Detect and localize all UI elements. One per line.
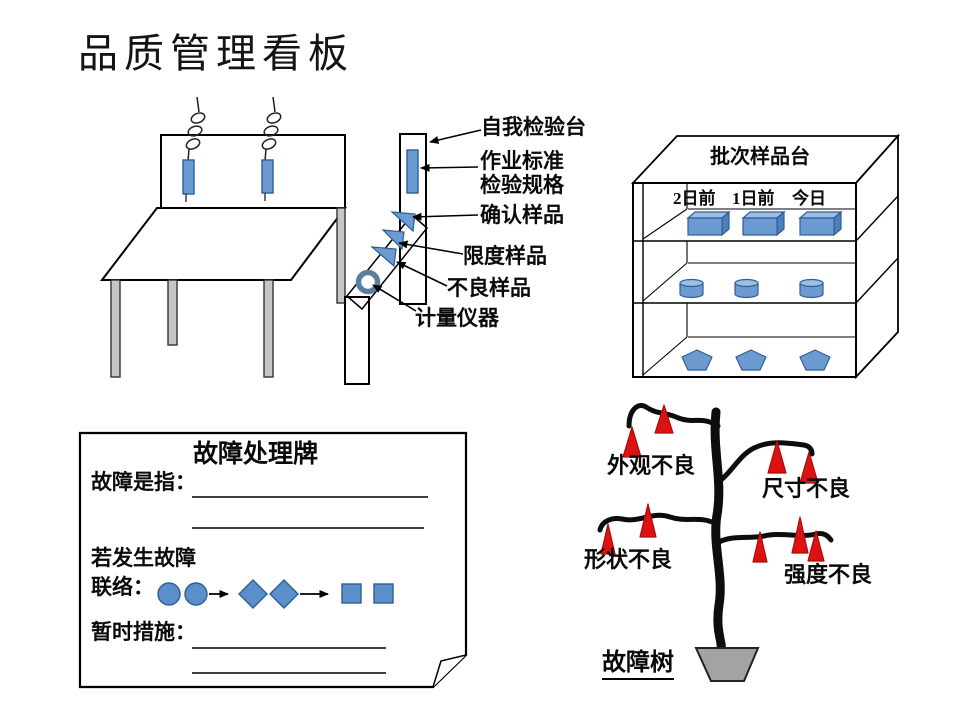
sample-pentagon xyxy=(735,349,767,371)
flow-diamond xyxy=(269,579,299,609)
sample-box xyxy=(798,210,843,237)
tree-label-strength-defect: 强度不良 xyxy=(784,562,873,587)
hanging-cord-left xyxy=(185,96,206,162)
tree-label-shape-defect: 形状不良 xyxy=(584,547,673,572)
label-operation-standard: 作业标准 xyxy=(480,149,564,173)
fault-tree-caption: 故障树 xyxy=(602,650,674,680)
label-confirm-sample: 确认样品 xyxy=(480,203,564,227)
branch-top-right xyxy=(718,440,815,483)
tree-pot xyxy=(694,647,760,682)
fault-flags xyxy=(600,404,825,563)
hanging-tag-left xyxy=(182,159,195,195)
card-title: 故障处理牌 xyxy=(193,441,319,468)
batch-sample-shelf xyxy=(630,133,901,380)
fault-flag xyxy=(600,523,616,555)
tree-label-appearance-defect: 外观不良 xyxy=(607,453,696,478)
defect-sample-shape xyxy=(370,246,397,268)
arrow-limit xyxy=(398,240,464,255)
workbench-legs xyxy=(110,207,346,378)
pointer-arrows xyxy=(372,129,482,312)
self-inspection-board xyxy=(345,133,429,311)
card-write-lines xyxy=(192,496,428,674)
fault-flag xyxy=(654,404,674,434)
sample-cylinder xyxy=(799,278,824,299)
sample-cylinder xyxy=(734,278,759,299)
arrow-defect xyxy=(396,261,448,287)
sample-cylinder xyxy=(679,278,704,299)
card-fold-corner xyxy=(432,654,467,688)
sample-box xyxy=(741,210,786,237)
fault-tree xyxy=(597,403,834,682)
standard-sheet xyxy=(406,149,419,194)
shelf-row-pentagons xyxy=(681,349,831,371)
shelf-col-2days-ago: 2日前 xyxy=(673,189,716,208)
flow-square xyxy=(373,583,394,604)
measuring-gauge xyxy=(355,269,381,295)
branch-top-left xyxy=(626,403,721,429)
fault-flag xyxy=(767,440,787,474)
card-contact-line1: 若发生故障 xyxy=(91,546,196,570)
label-self-inspection-station: 自我检验台 xyxy=(481,115,586,139)
shelf-row-cylinders xyxy=(679,278,824,299)
fault-flag xyxy=(622,426,642,458)
fault-flag xyxy=(791,516,809,554)
label-inspection-spec: 检验规格 xyxy=(480,173,564,197)
hanging-tag-right xyxy=(261,159,274,194)
sample-pentagon xyxy=(681,349,713,371)
sample-box xyxy=(686,210,731,237)
fault-flag xyxy=(639,503,657,538)
shelf-row-boxes xyxy=(686,210,843,237)
sample-pentagon xyxy=(799,349,831,371)
fault-handling-card xyxy=(78,431,468,689)
flow-diamond xyxy=(238,579,268,609)
confirm-sample-shape xyxy=(390,211,416,233)
fault-flag xyxy=(752,531,768,563)
arrow-confirm xyxy=(412,212,479,221)
label-measuring-instrument: 计量仪器 xyxy=(415,306,499,330)
arrow-measuring xyxy=(372,284,417,312)
tree-trunk xyxy=(710,407,726,655)
shelf-col-1day-ago: 1日前 xyxy=(732,189,775,208)
chute-sample-triangles xyxy=(370,211,416,268)
hanging-cord-right xyxy=(261,96,282,162)
label-defect-sample: 不良样品 xyxy=(447,276,531,300)
page-title: 品质管理看板 xyxy=(78,31,354,76)
workbench xyxy=(99,96,370,385)
workbench-tabletop xyxy=(99,207,347,281)
card-contact-line2: 联络： xyxy=(91,575,154,599)
label-limit-sample: 限度样品 xyxy=(463,244,547,268)
card-temporary-measures-label: 暂时措施： xyxy=(91,620,196,644)
flow-square xyxy=(341,583,362,604)
workbench-front-right-leg xyxy=(344,296,370,385)
shelf-title: 批次样品台 xyxy=(710,146,810,168)
arrow-self-station xyxy=(429,129,482,144)
shelf-col-today: 今日 xyxy=(792,189,826,208)
sample-chute xyxy=(345,213,429,311)
branch-bottom-left xyxy=(597,512,719,533)
workbench-right-post xyxy=(336,207,346,304)
contact-flow xyxy=(157,579,394,609)
branch-bottom-right xyxy=(716,531,834,545)
flow-circle xyxy=(184,582,208,606)
tree-label-dimension-defect: 尺寸不良 xyxy=(762,476,851,501)
arrow-standard xyxy=(420,163,479,172)
hanging-tags xyxy=(182,159,274,195)
fault-flag xyxy=(807,530,825,562)
fault-flag xyxy=(799,451,819,484)
card-fault-definition-label: 故障是指： xyxy=(91,470,196,494)
flow-circle xyxy=(157,582,181,606)
